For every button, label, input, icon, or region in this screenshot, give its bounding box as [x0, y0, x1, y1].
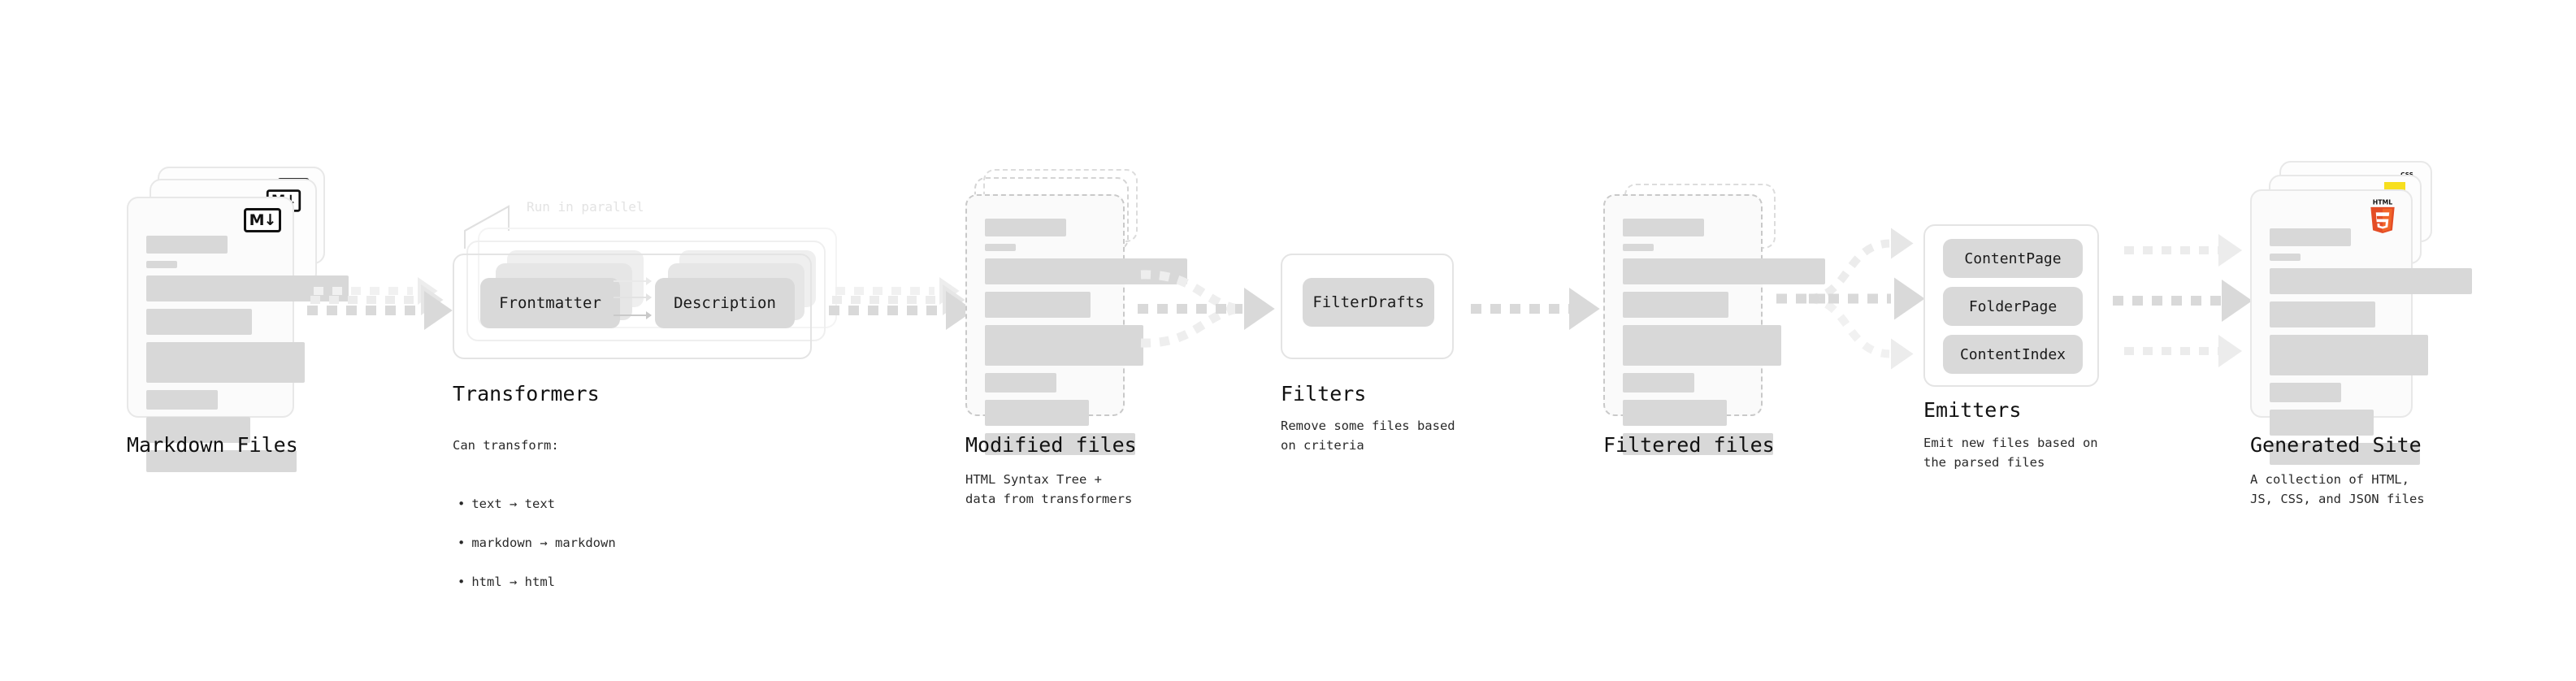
connector-filtered-to-emitters — [1776, 228, 1925, 370]
placeholder-line — [1623, 400, 1727, 426]
connector-filters-to-filtered — [1471, 288, 1600, 330]
transformers-sub-item-0: text → text — [453, 494, 616, 514]
placeholder-line — [2270, 443, 2420, 465]
filter-chip-filterdrafts[interactable]: FilterDrafts — [1303, 278, 1434, 327]
stage-subtitle-modified-files: HTML Syntax Tree + data from transformer… — [965, 472, 1133, 507]
generated-placeholder-lines — [2270, 228, 2472, 472]
transformers-sub-list: text → text markdown → markdown html → h… — [453, 475, 616, 611]
placeholder-line — [985, 219, 1066, 236]
stage-title-markdown-files: Markdown Files — [127, 433, 298, 457]
stage-title-emitters: Emitters — [1923, 398, 2022, 422]
modified-card-front — [965, 194, 1187, 455]
markdown-placeholder-lines — [146, 236, 349, 479]
svg-text:HTML: HTML — [2373, 198, 2393, 206]
placeholder-line — [2270, 301, 2375, 327]
markdown-card-front: M↓ — [127, 197, 349, 472]
stage-subtitle-emitters: Emit new files based on the parsed files — [1923, 436, 2098, 471]
generated-card-front: HTML — [2250, 189, 2472, 465]
placeholder-line — [2270, 410, 2374, 436]
placeholder-line — [146, 390, 218, 410]
stage-title-modified-files: Modified files — [965, 433, 1137, 457]
placeholder-line — [146, 417, 250, 443]
stage-subtitle-generated-site: A collection of HTML, JS, CSS, and JSON … — [2250, 472, 2425, 507]
markdown-icon: M↓ — [244, 208, 281, 232]
placeholder-line — [985, 325, 1143, 366]
stage-title-filtered-files: Filtered files — [1603, 433, 1775, 457]
emitters-group: ContentPage FolderPage ContentIndex — [1923, 224, 2099, 387]
stage-title-filters: Filters — [1281, 382, 1367, 406]
connector-transformers-to-modified — [829, 277, 974, 330]
filtered-card-front — [1603, 194, 1825, 455]
stage-title-generated-site: Generated Site — [2250, 433, 2422, 457]
filters-group: FilterDrafts — [1281, 254, 1454, 359]
transformers-sub-item-2: html → html — [453, 572, 616, 592]
html5-icon: HTML — [2370, 198, 2395, 233]
transformers-sub-heading: Can transform: — [453, 438, 559, 453]
modified-placeholder-lines — [985, 219, 1187, 462]
placeholder-line — [2270, 383, 2341, 402]
placeholder-line — [2270, 254, 2301, 261]
placeholder-line — [1623, 433, 1773, 455]
transformer-box-front: Frontmatter Description — [453, 254, 812, 359]
emitter-chip-contentindex[interactable]: ContentIndex — [1943, 335, 2083, 374]
emitter-chip-contentpage[interactable]: ContentPage — [1943, 239, 2083, 278]
placeholder-line — [1623, 258, 1825, 284]
filtered-placeholder-lines — [1623, 219, 1825, 462]
connector-emitters-to-site — [2113, 234, 2253, 367]
placeholder-line — [985, 373, 1056, 393]
run-in-parallel-bracket — [464, 205, 510, 249]
connector-md-to-transformers — [307, 277, 453, 330]
placeholder-line — [146, 261, 177, 268]
placeholder-line — [1623, 244, 1654, 251]
transformer-internal-arrows — [614, 277, 652, 319]
placeholder-line — [146, 450, 297, 472]
connector-modified-to-filters — [1138, 270, 1275, 348]
placeholder-line — [1623, 325, 1781, 366]
transformer-chip-description[interactable]: Description — [655, 278, 795, 328]
transformer-chip-frontmatter[interactable]: Frontmatter — [480, 278, 620, 328]
placeholder-line — [985, 292, 1091, 318]
placeholder-line — [146, 342, 305, 383]
placeholder-line — [2270, 268, 2472, 294]
stage-subtitle-transformers: Can transform: text → text markdown → ma… — [453, 416, 616, 631]
placeholder-line — [985, 258, 1187, 284]
placeholder-line — [146, 309, 252, 335]
run-in-parallel-label: Run in parallel — [527, 199, 644, 215]
placeholder-line — [985, 244, 1016, 251]
placeholder-line — [985, 433, 1135, 455]
emitter-chip-folderpage[interactable]: FolderPage — [1943, 287, 2083, 326]
placeholder-line — [1623, 373, 1694, 393]
stage-title-transformers: Transformers — [453, 382, 600, 406]
placeholder-line — [146, 236, 228, 254]
placeholder-line — [1623, 292, 1728, 318]
placeholder-line — [1623, 219, 1704, 236]
stage-subtitle-filters: Remove some files based on criteria — [1281, 419, 1455, 453]
transformers-sub-item-1: markdown → markdown — [453, 533, 615, 553]
placeholder-line — [2270, 228, 2351, 246]
svg-text:CSS: CSS — [2400, 171, 2413, 178]
placeholder-line — [985, 400, 1089, 426]
placeholder-line — [2270, 335, 2428, 375]
